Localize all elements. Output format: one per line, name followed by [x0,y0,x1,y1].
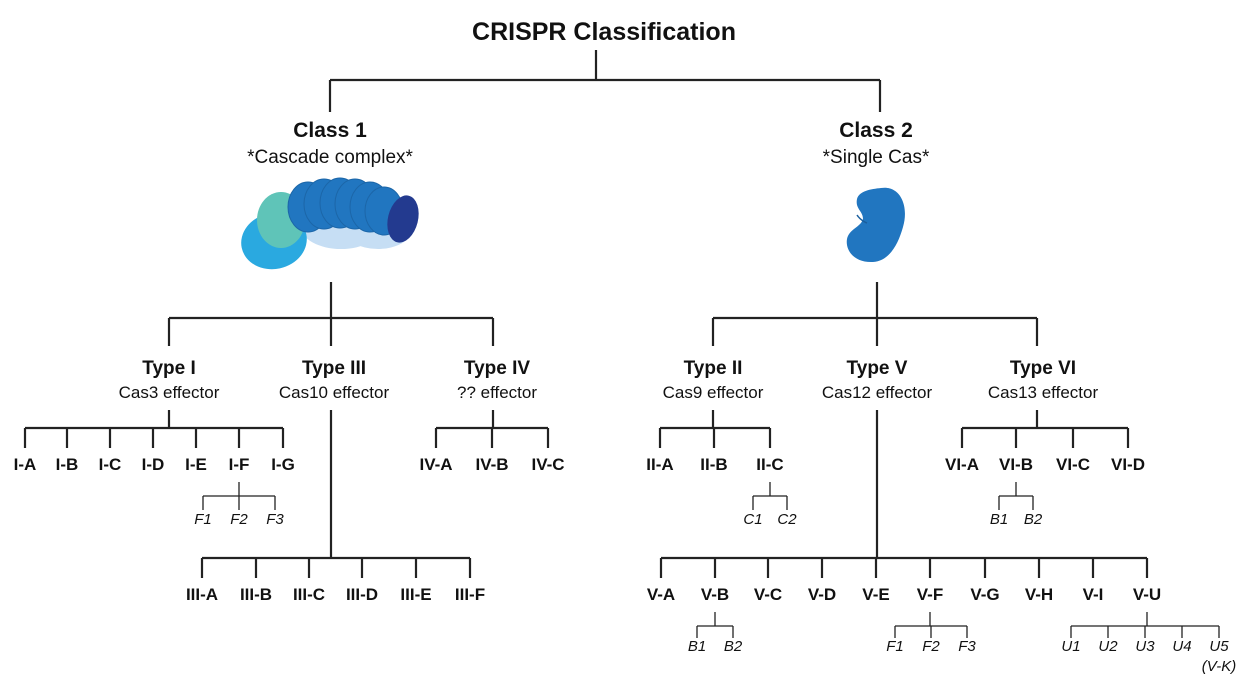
variant-label: C2 [777,511,797,528]
subtype-label: I-E [185,455,207,474]
subtype-label: III-C [292,585,326,604]
subtype-label: I-B [55,455,79,474]
class-2-label: Class 2 [839,119,913,142]
subtype-label: I-F [228,455,250,474]
subtype-label: IV-C [531,455,565,474]
variant-label: C1 [743,511,763,528]
subtype-label: I-A [13,455,37,474]
subtype-label: VI-C [1056,455,1090,474]
subtype-label: V-G [970,585,1000,604]
subtype-label: V-F [916,585,944,604]
variant-label: U1 [1061,638,1081,655]
type-vi-description: Cas13 effector [987,383,1099,402]
subtype-label: IV-A [419,455,453,474]
subtype-label: III-A [185,585,219,604]
subtype-label: I-G [271,455,295,474]
class-2-description: *Single Cas* [822,147,930,168]
variant-label: F1 [886,638,904,655]
variant-label: F3 [266,511,284,528]
subtype-label: III-E [400,585,432,604]
subtype-label: II-A [646,455,674,474]
type-iii-description: Cas10 effector [278,383,390,402]
variant-label: F2 [230,511,248,528]
subtype-label: I-C [98,455,122,474]
type-iii-label: Type III [301,358,367,379]
class-1-description: *Cascade complex* [247,147,413,168]
subtype-label: IV-B [475,455,509,474]
variant-label: B2 [723,638,743,655]
type-v-description: Cas12 effector [821,383,933,402]
variant-label: U3 [1135,638,1155,655]
variant-label: F3 [958,638,976,655]
subtype-label: II-B [700,455,728,474]
subtype-label: V-D [807,585,837,604]
variant-label: B1 [989,511,1009,528]
variant-label: B1 [687,638,707,655]
variant-label: B2 [1023,511,1043,528]
subtype-label: V-B [700,585,730,604]
subtype-label: VI-A [945,455,979,474]
subtype-label: III-F [454,585,486,604]
subtype-label: V-U [1132,585,1162,604]
subtype-label: VI-D [1111,455,1145,474]
variant-label: U5 [1209,638,1229,655]
single-cas-protein-icon [846,187,905,263]
subtype-label: V-E [862,585,890,604]
subtype-label: V-C [753,585,783,604]
type-i-description: Cas3 effector [118,383,220,402]
variant-label: U2 [1098,638,1118,655]
type-ii-description: Cas9 effector [662,383,764,402]
type-i-label: Type I [142,358,196,379]
variant-note: (V-K) [1201,658,1237,675]
variant-label: F2 [922,638,940,655]
diagram-title: CRISPR Classification [472,18,736,46]
subtype-label: VI-B [999,455,1033,474]
type-ii-label: Type II [683,358,743,379]
class-1-label: Class 1 [293,119,367,142]
subtype-label: II-C [756,455,784,474]
type-iv-label: Type IV [463,358,531,379]
subtype-label: V-A [646,585,676,604]
type-vi-label: Type VI [1009,358,1077,379]
type-v-label: Type V [846,358,908,379]
subtype-label: I-D [141,455,165,474]
subtype-label: V-I [1082,585,1104,604]
subtype-label: III-D [345,585,379,604]
cascade-complex-icon [241,177,419,270]
variant-label: U4 [1172,638,1192,655]
subtype-label: III-B [239,585,273,604]
variant-label: F1 [194,511,212,528]
type-iv-description: ?? effector [456,383,538,402]
subtype-label: V-H [1024,585,1054,604]
